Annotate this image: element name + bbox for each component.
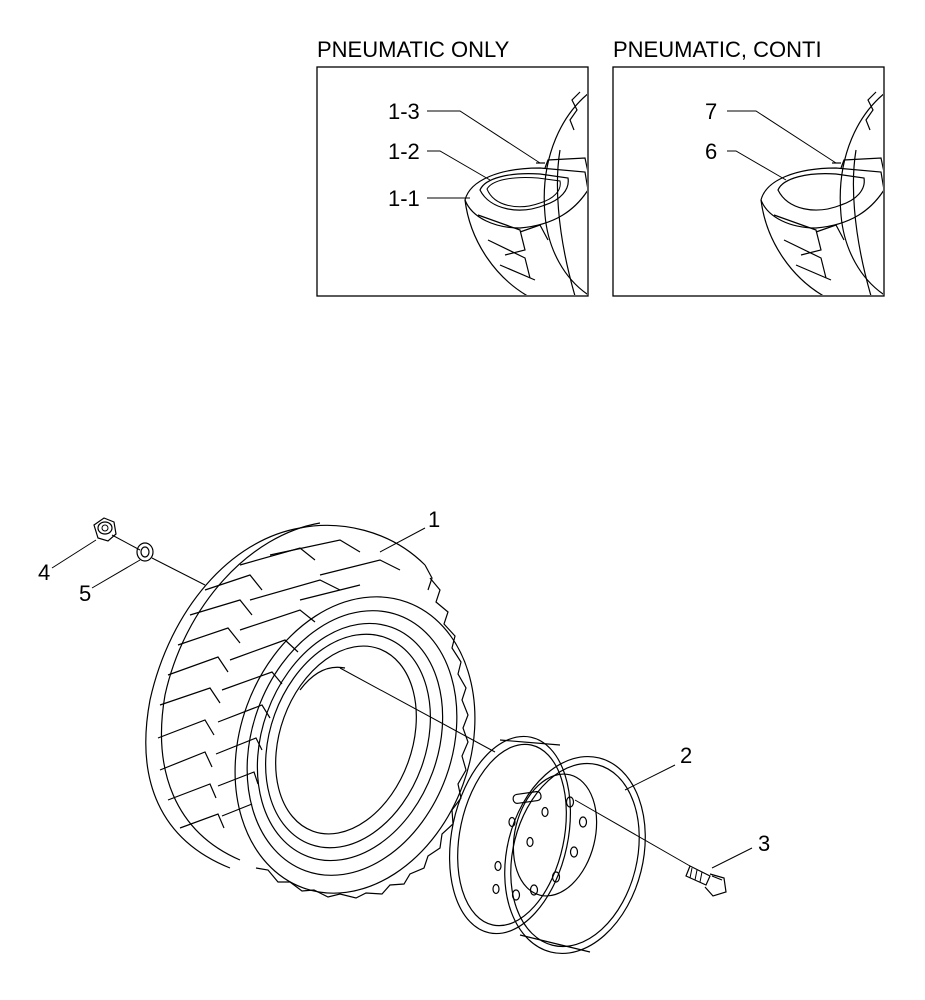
axis-line [339, 667, 496, 753]
axis-line [111, 534, 141, 551]
rim [448, 735, 646, 955]
tire [145, 522, 476, 899]
tire-assembly: 1 2 3 4 5 [38, 507, 770, 955]
inset-frame [316, 66, 589, 297]
tire-cutaway-illustration [464, 91, 587, 295]
callout-3: 3 [758, 831, 770, 856]
axis-line [151, 557, 206, 586]
wheel-nut [93, 517, 117, 542]
leader-1 [379, 527, 426, 553]
inset-title-pneumatic-only: PNEUMATIC ONLY [317, 37, 510, 62]
leader-1-2 [427, 150, 491, 181]
leader-1-3 [427, 110, 541, 164]
leader-2 [624, 764, 676, 791]
inset-pneumatic-conti: PNEUMATIC, CONTI 7 6 [612, 37, 885, 297]
leader-5 [91, 559, 141, 589]
callout-6: 6 [705, 139, 717, 164]
callout-2: 2 [680, 743, 692, 768]
washer [136, 542, 154, 562]
leader-3 [711, 847, 753, 869]
inset-frame [612, 66, 885, 297]
leader-6 [727, 150, 787, 181]
tire-cutaway-illustration [760, 91, 883, 295]
inset-title-pneumatic-conti: PNEUMATIC, CONTI [613, 37, 822, 62]
callout-5: 5 [79, 581, 91, 606]
callout-1-2: 1-2 [388, 139, 420, 164]
callout-1-3: 1-3 [388, 99, 420, 124]
callout-1: 1 [428, 507, 440, 532]
leader-4 [51, 539, 97, 569]
wheel-bolt [685, 865, 727, 897]
axis-line [574, 799, 691, 867]
callout-4: 4 [38, 560, 50, 585]
inset-pneumatic-only: PNEUMATIC ONLY 1-3 1-2 1-1 [316, 37, 589, 297]
leader-7 [727, 110, 837, 164]
callout-1-1: 1-1 [388, 186, 420, 211]
callout-7: 7 [705, 99, 717, 124]
